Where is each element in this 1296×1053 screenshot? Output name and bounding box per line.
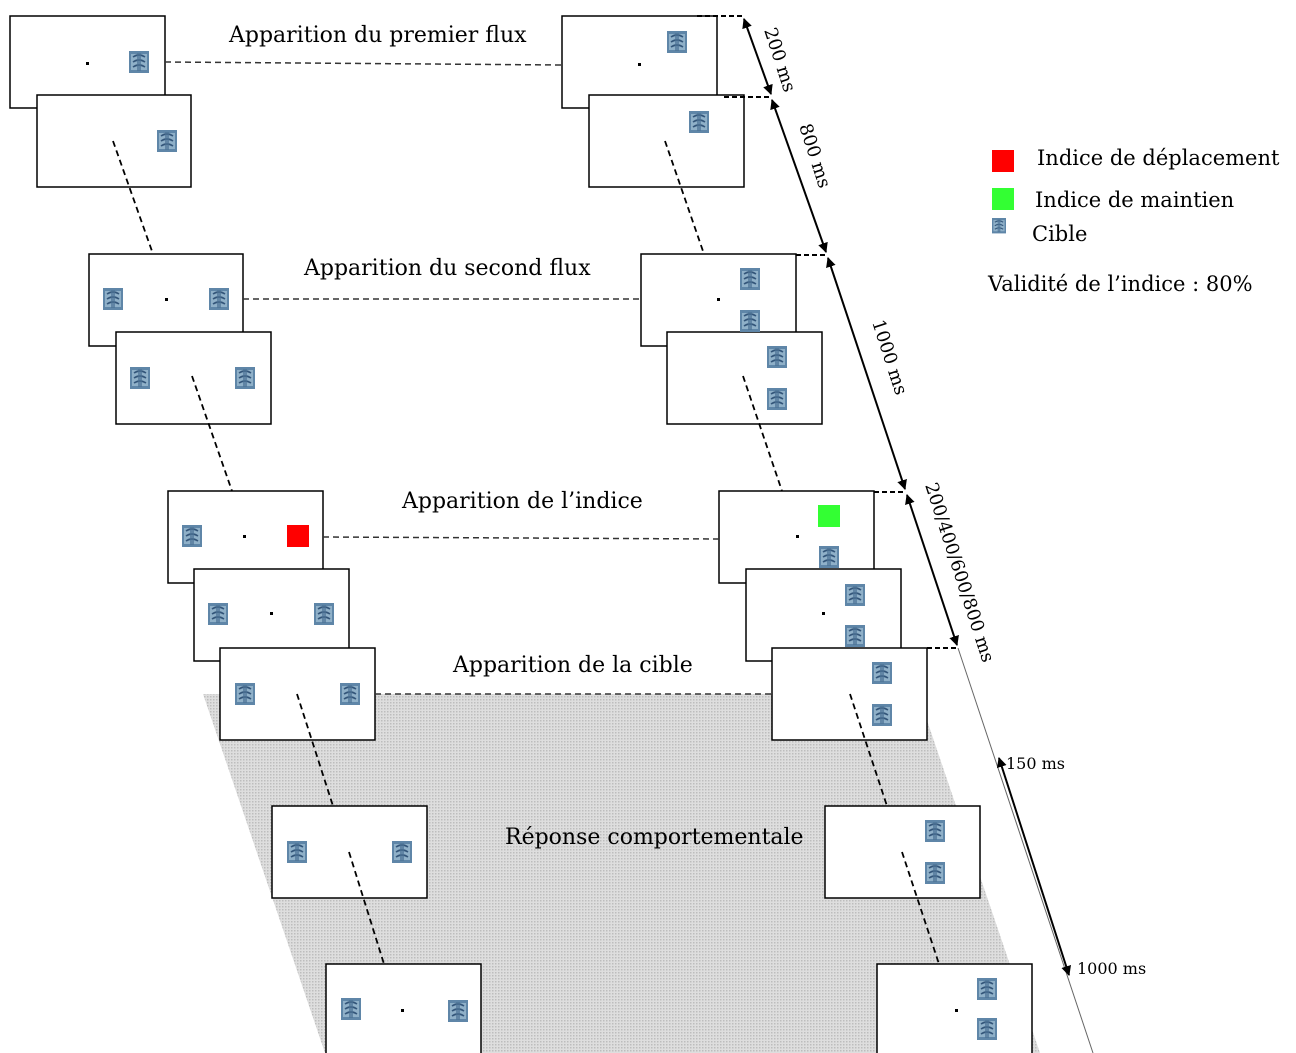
label-second-stream: Apparition du second flux (303, 256, 591, 281)
target-stimulus-icon (128, 50, 150, 74)
target-stimulus-icon (976, 1017, 998, 1041)
legend-shift-cue-swatch (992, 150, 1014, 172)
target-stimulus-icon (207, 602, 229, 626)
timeline-arrow-200ms (742, 18, 773, 95)
target-stimulus-icon (844, 624, 866, 648)
target-stimulus-icon (688, 110, 710, 134)
target-stimulus-icon (313, 602, 335, 626)
target-stimulus-icon (447, 999, 469, 1023)
timeline-arrow-800ms (770, 99, 828, 253)
legend-maintain-cue-label: Indice de maintien (1035, 188, 1234, 212)
left-fixation-dots (86, 62, 404, 1012)
shift-cue-square (287, 525, 309, 547)
label-first-stream: Apparition du premier flux (228, 23, 527, 48)
right-frame-2 (588, 94, 745, 188)
left-column (9, 15, 482, 1053)
target-stimulus-icon (156, 129, 178, 153)
legend-validity: Validité de l’indice : 80% (987, 272, 1253, 296)
legend-target-icon (991, 217, 1007, 234)
legend-maintain-cue-swatch (992, 188, 1014, 210)
target-stimulus-icon (924, 861, 946, 885)
timing-200ms: 200 ms (759, 25, 799, 95)
timing-150ms: 150 ms (1006, 754, 1065, 773)
right-column (561, 15, 1033, 1053)
legend-shift-cue-label: Indice de déplacement (1037, 146, 1280, 170)
target-stimulus-icon (340, 997, 362, 1021)
target-stimulus-icon (871, 703, 893, 727)
timing-1000ms: 1000 ms (867, 317, 911, 398)
target-stimulus-icon (871, 661, 893, 685)
target-stimulus-icon (844, 583, 866, 607)
target-stimulus-icon (339, 682, 361, 706)
target-stimulus-icon (766, 387, 788, 411)
legend: Indice de déplacement Indice de maintien… (987, 146, 1280, 296)
target-stimulus-icon (181, 524, 203, 548)
timeline-arrow-1000ms (826, 257, 907, 490)
target-stimulus-icon (739, 267, 761, 291)
timeline-arrow-response (997, 757, 1071, 976)
right-frame-9 (876, 963, 1033, 1053)
right-frame-7 (771, 647, 928, 741)
target-stimulus-icon (924, 819, 946, 843)
legend-target-label: Cible (1032, 222, 1087, 246)
label-response: Réponse comportementale (505, 825, 804, 850)
right-fixation-dots (638, 63, 958, 1012)
target-stimulus-icon (739, 309, 761, 333)
timing-1000ms-response: 1000 ms (1077, 959, 1146, 978)
label-cue: Apparition de l’indice (401, 489, 643, 514)
target-stimulus-icon (766, 345, 788, 369)
target-stimulus-icon (234, 682, 256, 706)
left-connectors (112, 140, 385, 965)
target-stimulus-icon (234, 366, 256, 390)
target-stimulus-icon (666, 30, 688, 54)
maintain-cue-square (818, 505, 840, 527)
target-stimulus-icon (102, 287, 124, 311)
right-frame-1 (561, 15, 718, 109)
phase-links (164, 61, 772, 695)
timeline-connectors (697, 15, 958, 649)
target-stimulus-icon (286, 840, 308, 864)
target-stimulus-icon (976, 977, 998, 1001)
left-stimuli (102, 50, 469, 1023)
target-stimulus-icon (391, 840, 413, 864)
timeline-arrow-soa (905, 494, 959, 646)
target-stimulus-icon (818, 545, 840, 569)
right-stimuli (666, 30, 998, 1041)
label-target: Apparition de la cible (452, 653, 693, 678)
timeline (742, 18, 1094, 1053)
target-stimulus-icon (208, 287, 230, 311)
right-connectors (664, 140, 940, 965)
target-stimulus-icon (129, 366, 151, 390)
